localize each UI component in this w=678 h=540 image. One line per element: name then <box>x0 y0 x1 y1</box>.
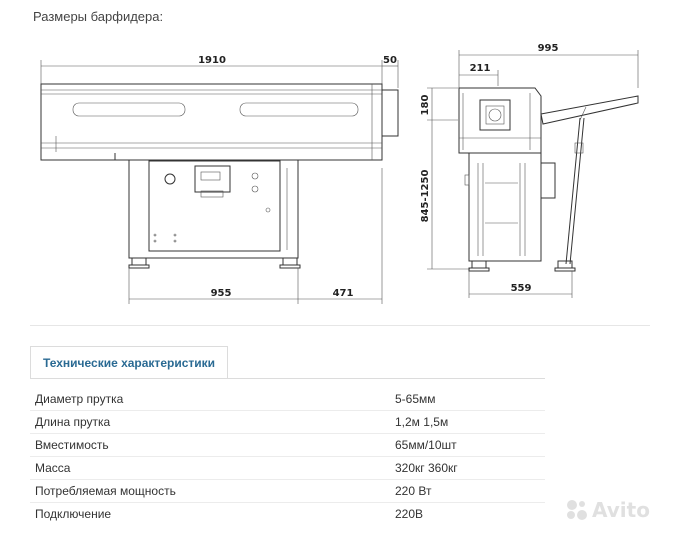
tab-specs[interactable]: Технические характеристики <box>30 346 228 379</box>
dim-label-side-total-width: 995 <box>538 43 559 54</box>
dim-height-range: 845-1250 <box>420 120 470 270</box>
dim-front-offset: 471 <box>298 168 383 304</box>
avito-brand-text: Avito <box>592 498 650 522</box>
table-row: Длина прутка 1,2м 1,5м <box>30 411 545 434</box>
feeder-head-side <box>458 87 542 154</box>
table-row: Масса 320кг 360кг <box>30 457 545 480</box>
page-title: Размеры барфидера: <box>33 9 164 24</box>
spec-name: Потребляемая мощность <box>35 484 176 498</box>
avito-watermark: Avito <box>565 498 650 522</box>
dim-label-cabinet-width: 955 <box>211 288 232 299</box>
loading-ramp <box>540 95 639 265</box>
dim-label-total-length: 1910 <box>198 55 226 66</box>
side-frame <box>464 152 576 272</box>
dim-label-end-cap: 50 <box>383 55 397 66</box>
dim-label-base-width: 559 <box>511 283 532 294</box>
bar-feeder-drawing: 1910 50 <box>40 43 639 304</box>
dim-label-height-range: 845-1250 <box>420 170 431 223</box>
dim-head-height: 180 <box>420 87 458 121</box>
spec-value: 65мм/10шт <box>395 438 457 452</box>
spec-value: 320кг 360кг <box>395 461 458 475</box>
spec-value: 5-65мм <box>395 392 436 406</box>
spec-name: Вместимость <box>35 438 109 452</box>
dim-end-cap: 50 <box>382 55 399 88</box>
dim-cabinet-width: 955 <box>128 268 299 304</box>
spec-value: 1,2м 1,5м <box>395 415 449 429</box>
control-cabinet <box>114 153 301 269</box>
avito-dots-icon <box>567 500 587 520</box>
section-divider <box>30 325 650 326</box>
table-row: Диаметр прутка 5-65мм <box>30 388 545 411</box>
dim-side-total-width: 995 <box>458 43 639 88</box>
dim-total-length: 1910 <box>40 55 383 88</box>
specs-table: Диаметр прутка 5-65мм Длина прутка 1,2м … <box>30 388 545 525</box>
spec-name: Подключение <box>35 507 112 521</box>
table-row: Подключение 220В <box>30 503 545 525</box>
table-row: Вместимость 65мм/10шт <box>30 434 545 457</box>
dim-label-head-height: 180 <box>420 95 431 116</box>
spec-name: Длина прутка <box>35 415 111 429</box>
tab-underline <box>30 378 545 379</box>
spec-value: 220 Вт <box>395 484 432 498</box>
feeder-tube-body <box>40 83 399 161</box>
dim-base-width: 559 <box>468 271 573 298</box>
dim-label-front-offset: 471 <box>333 288 354 299</box>
table-row: Потребляемая мощность 220 Вт <box>30 480 545 503</box>
spec-name: Диаметр прутка <box>35 392 124 406</box>
dim-head-width: 211 <box>459 63 499 86</box>
dim-label-head-width: 211 <box>470 63 491 74</box>
spec-value: 220В <box>395 507 424 521</box>
spec-name: Масса <box>35 461 71 475</box>
